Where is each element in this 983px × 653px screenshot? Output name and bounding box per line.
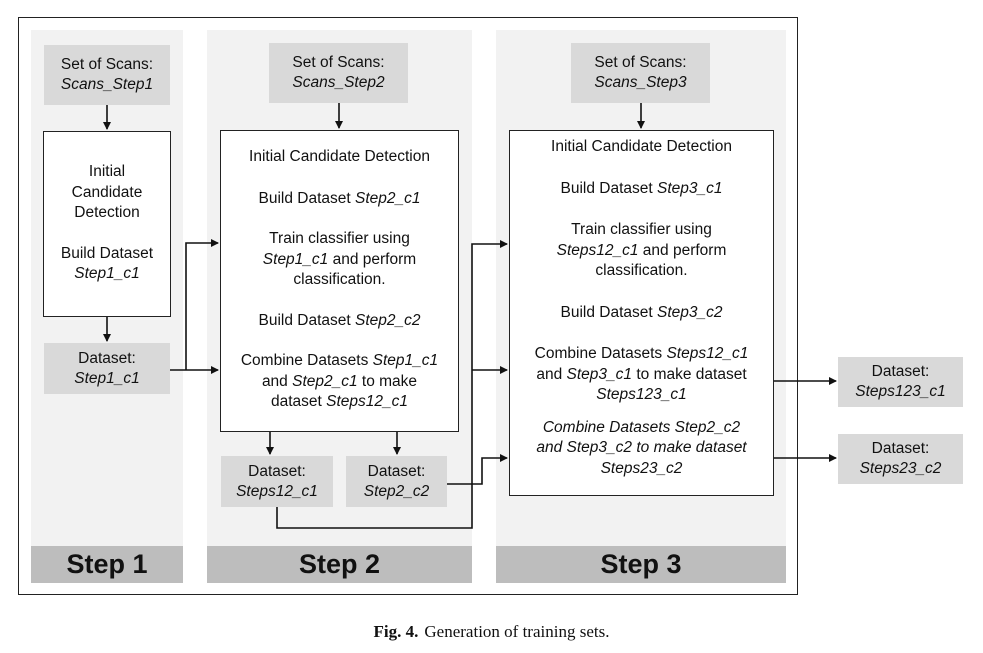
process-line: Initial Candidate Detection: [551, 138, 732, 155]
caption-label: Fig. 4.: [373, 622, 419, 641]
step2-process-box: Initial Candidate Detection Build Datase…: [220, 130, 459, 432]
process-line: Detection: [74, 204, 140, 221]
dataset-name: Steps123_c1: [855, 383, 946, 400]
scans-title: Set of Scans:: [60, 56, 154, 73]
dataset-name: Steps12_c1: [236, 482, 318, 500]
process-line: dataset Steps12_c1: [270, 393, 409, 410]
process-line: Build Dataset Step2_c1: [258, 189, 421, 207]
dataset-step1-c1: Dataset: Step1_c1: [44, 343, 170, 394]
process-line: Combine Datasets Steps12_c1: [534, 345, 749, 362]
scans-name: Scans_Step2: [292, 74, 385, 91]
dataset-title: Dataset:: [78, 349, 136, 367]
process-line: Combine Datasets Step2_c2: [542, 418, 741, 436]
process-line: Step1_c1 and perform: [262, 250, 417, 268]
process-line: Step1_c1: [74, 265, 140, 282]
dataset-title: Dataset:: [871, 440, 930, 457]
process-line: and Step3_c2 to make dataset: [536, 439, 747, 456]
step2-scans-box: Set of Scans: Scans_Step2: [269, 43, 408, 103]
scans-title: Set of Scans:: [594, 54, 687, 71]
step1-process-box: Initial Candidate Detection Build Datase…: [43, 131, 171, 317]
step1-scans-box: Set of Scans: Scans_Step1: [44, 45, 170, 105]
dataset-steps123-c1: Dataset: Steps123_c1: [838, 357, 963, 407]
step3-label: Step 3: [496, 546, 786, 583]
process-line: Initial Candidate Detection: [249, 148, 430, 165]
dataset-steps23-c2: Dataset: Steps23_c2: [838, 434, 963, 484]
dataset-name: Step1_c1: [74, 369, 140, 387]
process-line: Steps123_c1: [596, 386, 687, 403]
process-line: Train classifier using: [269, 230, 410, 247]
process-line: Steps23_c2: [600, 459, 683, 477]
process-line: Build Dataset Step3_c1: [560, 179, 723, 197]
figure-caption: Fig. 4. Generation of training sets.: [0, 622, 983, 642]
step1-label: Step 1: [31, 546, 183, 583]
dataset-title: Dataset:: [367, 462, 426, 480]
process-line: Combine Datasets Step1_c1: [240, 352, 439, 369]
step3-process-box: Initial Candidate Detection Build Datase…: [509, 130, 774, 496]
dataset-title: Dataset:: [248, 462, 306, 480]
process-line: Build Dataset: [60, 244, 154, 262]
process-line: Build Dataset Step2_c2: [258, 311, 421, 329]
scans-name: Scans_Step3: [594, 74, 687, 91]
dataset-name: Steps23_c2: [859, 460, 942, 477]
process-line: Build Dataset Step3_c2: [560, 303, 723, 321]
step2-label: Step 2: [207, 546, 472, 583]
process-line: Candidate: [71, 183, 143, 201]
caption-text: Generation of training sets.: [424, 622, 610, 641]
dataset-title: Dataset:: [871, 363, 930, 380]
process-line: Steps12_c1 and perform: [556, 241, 727, 259]
dataset-name: Step2_c2: [363, 482, 430, 500]
process-line: and Step2_c1 to make: [261, 372, 418, 390]
process-line: Train classifier using: [571, 221, 712, 238]
scans-title: Set of Scans:: [292, 54, 385, 71]
step3-scans-box: Set of Scans: Scans_Step3: [571, 43, 710, 103]
process-line: classification.: [293, 271, 386, 288]
dataset-steps12-c1: Dataset: Steps12_c1: [221, 456, 333, 507]
process-line: and Step3_c1 to make dataset: [536, 365, 747, 383]
scans-name: Scans_Step1: [60, 76, 154, 93]
process-line: Initial: [88, 163, 126, 180]
dataset-step2-c2: Dataset: Step2_c2: [346, 456, 447, 507]
process-line: classification.: [595, 262, 688, 279]
